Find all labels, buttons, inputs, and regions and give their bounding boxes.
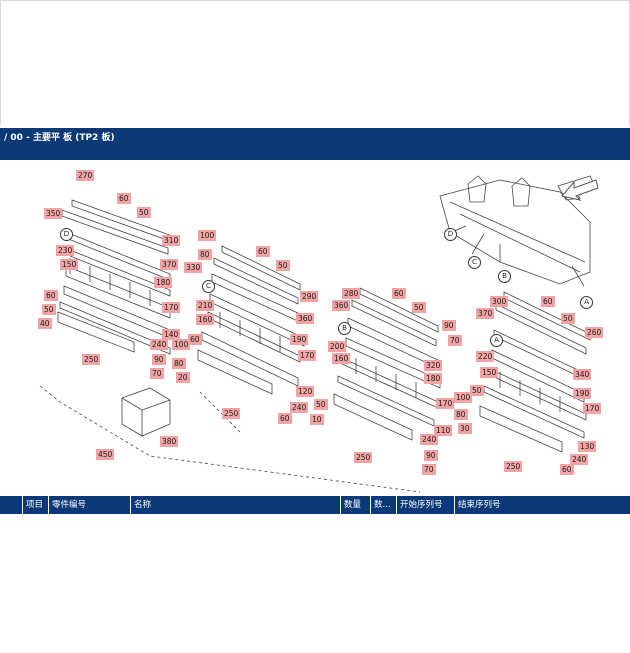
part-callout[interactable]: 170 — [436, 398, 455, 409]
part-callout[interactable]: 250 — [82, 354, 101, 365]
part-callout[interactable]: 190 — [573, 388, 592, 399]
part-callout[interactable]: 160 — [196, 314, 215, 325]
part-callout[interactable]: 250 — [354, 452, 373, 463]
part-callout[interactable]: 80 — [198, 249, 212, 260]
part-callout[interactable]: 280 — [342, 288, 361, 299]
section-title-bar: / 00 - 主要平 板 (TP2 板) — [0, 128, 630, 160]
part-callout[interactable]: 160 — [332, 353, 351, 364]
part-callout[interactable]: 360 — [332, 300, 351, 311]
part-callout[interactable]: 80 — [172, 358, 186, 369]
part-callout[interactable]: 60 — [541, 296, 555, 307]
column-header-start-serial[interactable]: 开始序列号 — [396, 496, 454, 514]
part-callout[interactable]: 190 — [290, 334, 309, 345]
top-frame — [0, 0, 630, 125]
part-callout[interactable]: 20 — [176, 372, 190, 383]
part-callout[interactable]: 310 — [162, 235, 181, 246]
part-callout[interactable]: 180 — [154, 277, 173, 288]
page-title: / 00 - 主要平 板 (TP2 板) — [4, 133, 115, 143]
column-header-part-number[interactable]: 零件编号 — [48, 496, 130, 514]
part-callout[interactable]: 240 — [420, 434, 439, 445]
column-header-number[interactable]: 数... — [370, 496, 396, 514]
view-marker: B — [338, 322, 351, 335]
part-callout[interactable]: 50 — [412, 302, 426, 313]
part-callout[interactable]: 140 — [162, 329, 181, 340]
view-marker: A — [490, 334, 503, 347]
part-callout[interactable]: 300 — [490, 296, 509, 307]
part-callout[interactable]: 130 — [578, 441, 597, 452]
part-callout[interactable]: 200 — [328, 341, 347, 352]
part-callout[interactable]: 90 — [152, 354, 166, 365]
part-callout[interactable]: 240 — [150, 339, 169, 350]
part-callout[interactable]: 250 — [222, 408, 241, 419]
part-callout[interactable]: 220 — [476, 351, 495, 362]
parts-table-header: 项目 零件编号 名称 数量 数... 开始序列号 结束序列号 — [0, 496, 630, 514]
part-callout[interactable]: 180 — [424, 373, 443, 384]
part-callout[interactable]: 450 — [96, 449, 115, 460]
part-callout[interactable]: 370 — [476, 308, 495, 319]
part-callout[interactable]: 50 — [470, 385, 484, 396]
part-callout[interactable]: 230 — [56, 245, 75, 256]
part-callout[interactable]: 340 — [573, 369, 592, 380]
part-callout[interactable]: 10 — [310, 414, 324, 425]
parts-table-body — [0, 514, 630, 653]
part-callout[interactable]: 170 — [583, 403, 602, 414]
part-callout[interactable]: 60 — [278, 413, 292, 424]
part-callout[interactable]: 330 — [184, 262, 203, 273]
part-callout[interactable]: 320 — [424, 360, 443, 371]
part-callout[interactable]: 100 — [198, 230, 217, 241]
part-callout[interactable]: 90 — [442, 320, 456, 331]
column-header-end-serial[interactable]: 结束序列号 — [454, 496, 630, 514]
part-callout[interactable]: 40 — [38, 318, 52, 329]
part-callout[interactable]: 360 — [296, 313, 315, 324]
part-callout[interactable]: 70 — [150, 368, 164, 379]
part-callout[interactable]: 70 — [422, 464, 436, 475]
part-callout[interactable]: 240 — [570, 454, 589, 465]
part-callout[interactable]: 60 — [560, 464, 574, 475]
column-header-name[interactable]: 名称 — [130, 496, 340, 514]
part-callout[interactable]: 170 — [162, 302, 181, 313]
part-callout[interactable]: 250 — [504, 461, 523, 472]
part-callout[interactable]: 270 — [76, 170, 95, 181]
parts-drawing — [39, 175, 595, 493]
part-callout[interactable]: 60 — [392, 288, 406, 299]
direction-arrow-icon — [561, 179, 599, 201]
part-callout[interactable]: 150 — [60, 259, 79, 270]
view-marker: B — [498, 270, 511, 283]
view-marker: D — [60, 228, 73, 241]
part-callout[interactable]: 100 — [172, 339, 191, 350]
part-callout[interactable]: 50 — [42, 304, 56, 315]
column-header-quantity[interactable]: 数量 — [340, 496, 370, 514]
exploded-parts-diagram: D C B A D C B A 270 60 50 350 310 370 23… — [0, 162, 630, 494]
part-callout[interactable]: 50 — [561, 313, 575, 324]
part-callout[interactable]: 60 — [44, 290, 58, 301]
part-callout[interactable]: 70 — [448, 335, 462, 346]
part-callout[interactable]: 90 — [424, 450, 438, 461]
part-callout[interactable]: 30 — [458, 423, 472, 434]
column-header-item[interactable]: 项目 — [22, 496, 48, 514]
view-marker: C — [202, 280, 215, 293]
part-callout[interactable]: 50 — [137, 207, 151, 218]
part-callout[interactable]: 50 — [314, 399, 328, 410]
part-callout[interactable]: 60 — [188, 334, 202, 345]
part-callout[interactable]: 260 — [585, 327, 604, 338]
part-callout[interactable]: 80 — [454, 409, 468, 420]
part-callout[interactable]: 50 — [276, 260, 290, 271]
part-callout[interactable]: 350 — [44, 208, 63, 219]
view-marker: D — [444, 228, 457, 241]
part-callout[interactable]: 370 — [160, 259, 179, 270]
view-marker: A — [580, 296, 593, 309]
view-marker: C — [468, 256, 481, 269]
part-callout[interactable]: 240 — [290, 402, 309, 413]
part-callout[interactable]: 170 — [298, 350, 317, 361]
part-callout[interactable]: 290 — [300, 291, 319, 302]
part-callout[interactable]: 100 — [454, 392, 473, 403]
part-callout[interactable]: 60 — [256, 246, 270, 257]
part-callout[interactable]: 210 — [196, 300, 215, 311]
part-callout[interactable]: 60 — [117, 193, 131, 204]
part-callout[interactable]: 150 — [480, 367, 499, 378]
part-callout[interactable]: 120 — [296, 386, 315, 397]
part-callout[interactable]: 110 — [434, 425, 453, 436]
part-callout[interactable]: 380 — [160, 436, 179, 447]
